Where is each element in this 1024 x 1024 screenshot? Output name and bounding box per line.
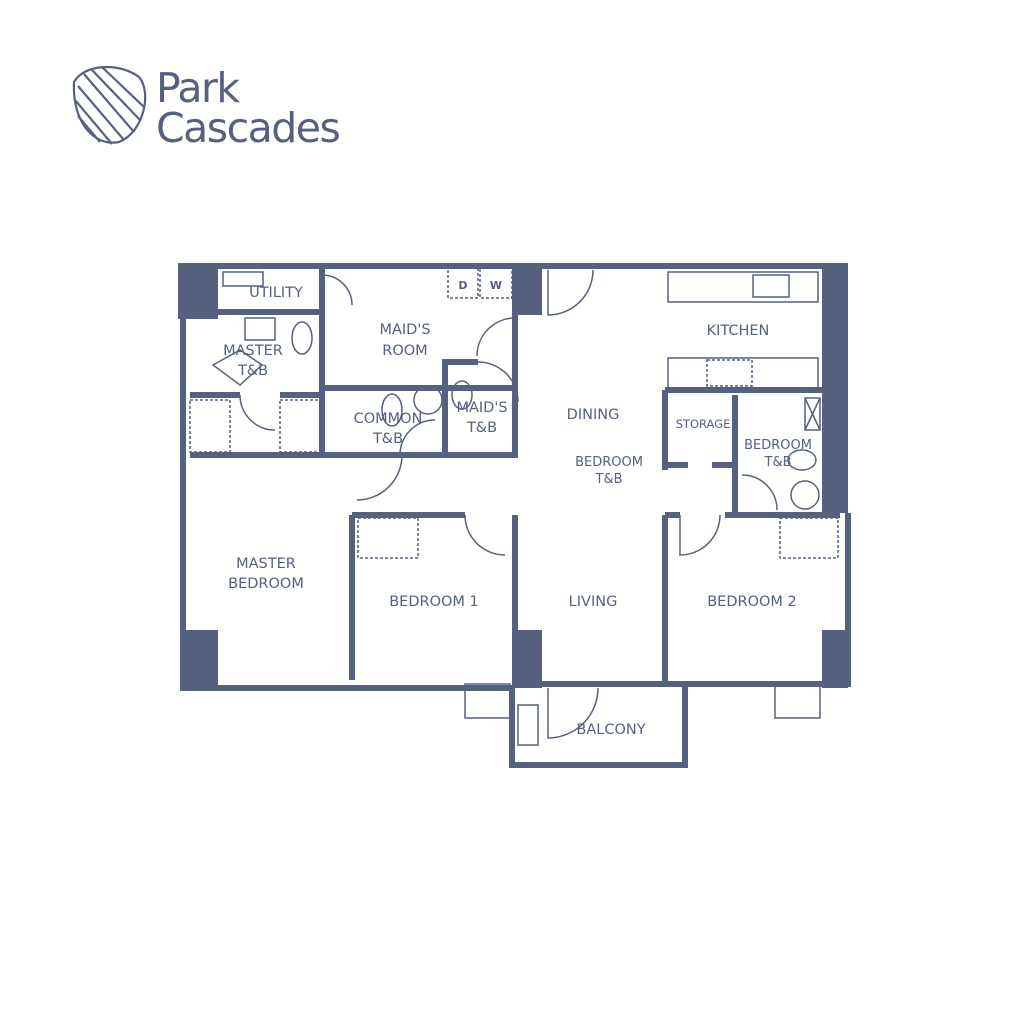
dryer-label: D: [458, 279, 467, 292]
room-label-common-tb: COMMON: [354, 411, 423, 427]
room-label-bedroom-tb-center: BEDROOM: [575, 455, 643, 470]
doors-fixtures: [189, 267, 839, 746]
leaf-logo-icon: [72, 65, 147, 145]
room-label-bedroom-tb-right-2: T&B: [764, 455, 792, 470]
room-label-common-tb-2: T&B: [372, 431, 403, 447]
walls: [178, 263, 851, 768]
room-label-maids-tb-2: T&B: [466, 420, 497, 436]
room-label-kitchen: KITCHEN: [707, 323, 770, 339]
room-label-maids-tb: MAID'S: [456, 400, 507, 416]
brand-line1: Park: [156, 64, 240, 112]
brand-line2: Cascades: [156, 104, 341, 152]
room-label-balcony: BALCONY: [576, 722, 645, 738]
brand-name: Park Cascades: [156, 64, 341, 152]
room-label-storage: STORAGE: [676, 417, 731, 431]
room-label-master-bedroom-2: BEDROOM: [228, 576, 304, 592]
room-label-utility: UTILITY: [249, 285, 303, 301]
room-label-master-tb-2: T&B: [237, 363, 268, 379]
room-label-master-tb: MASTER: [223, 343, 283, 359]
park-cascades-logo: Park Cascades: [64, 62, 364, 162]
room-label-living: LIVING: [569, 594, 618, 610]
room-label-bedroom-tb-right: BEDROOM: [744, 438, 812, 453]
room-label-bedroom-1: BEDROOM 1: [389, 594, 479, 610]
room-label-maids-room: MAID'S: [379, 322, 430, 338]
room-label-dining: DINING: [567, 407, 620, 423]
room-label-bedroom-tb-center-2: T&B: [595, 472, 623, 487]
room-label-bedroom-2: BEDROOM 2: [707, 594, 797, 610]
room-label-maids-room-2: ROOM: [382, 343, 427, 359]
washer-label: W: [490, 279, 502, 292]
room-label-master-bedroom: MASTER: [236, 556, 296, 572]
